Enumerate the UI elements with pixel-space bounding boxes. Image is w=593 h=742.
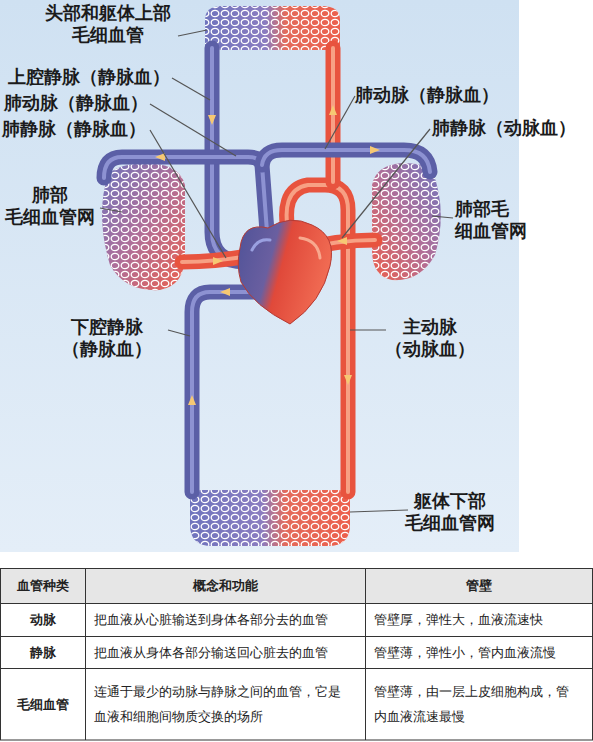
vessel-label: 肺动脉（静脉血） — [355, 84, 499, 106]
vessel-label: 肺静脉（动脉血） — [432, 117, 576, 139]
table-cell: 管壁厚，弹性大，血液流速快 — [366, 604, 592, 635]
vessel-label: 肺动脉（静脉血） — [4, 92, 148, 114]
row-header: 毛细血管 — [1, 669, 84, 739]
heart — [238, 220, 331, 324]
table-header: 概念和功能 — [86, 569, 364, 602]
row-header: 动脉 — [1, 604, 84, 635]
table-cell: 管壁薄，由一层上皮细胞构成，管 内血液流速最慢 — [366, 669, 592, 739]
background-panel — [0, 0, 519, 552]
table-header: 血管种类 — [1, 569, 84, 602]
capillary-label: 头部和躯体上部 毛细血管 — [45, 2, 171, 46]
capillary-label: 躯体下部 毛细血管网 — [405, 490, 495, 534]
table-header: 管壁 — [366, 569, 592, 602]
table-cell: 连通于最少的动脉与静脉之间的血管，它是 血液和细胞间物质交换的场所 — [86, 669, 364, 739]
vessel-label: 主动脉 （动脉血） — [385, 316, 475, 360]
row-header: 静脉 — [1, 637, 84, 667]
vessel-label: 肺静脉（静脉血） — [2, 118, 146, 140]
table-cell: 管壁薄，弹性小，管内血液流慢 — [366, 637, 592, 667]
vessel-label: 下腔静脉 （静脉血） — [62, 316, 152, 360]
capillary-label: 肺部 毛细血管网 — [5, 184, 95, 228]
flow-arrows — [155, 105, 380, 405]
table-cell: 把血液从心脏输送到身体各部分去的血管 — [86, 604, 364, 635]
right-lung-net — [372, 163, 441, 280]
table-cell: 把血液从身体各部分输送回心脏去的血管 — [86, 637, 364, 667]
table-grid — [1, 569, 593, 741]
vessel-label: 上腔静脉（静脉血） — [8, 66, 170, 88]
capillary-label: 肺部毛 细血管网 — [455, 198, 527, 242]
inferior-vena-cava — [192, 292, 255, 492]
upper-capillary-net — [205, 6, 340, 50]
left-lung-net — [102, 163, 185, 290]
lower-capillary-net — [190, 490, 350, 546]
